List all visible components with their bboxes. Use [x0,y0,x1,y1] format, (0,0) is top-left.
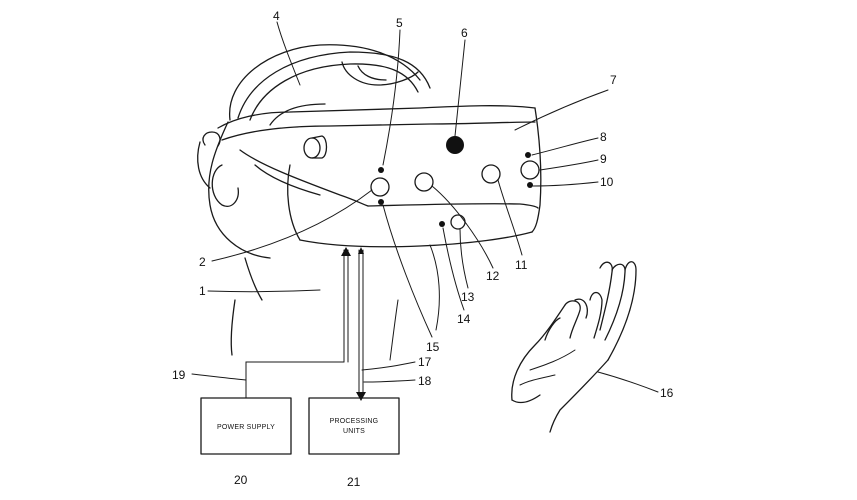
ref-6: 6 [461,26,468,40]
power-supply-box: POWER SUPPLY [200,397,292,455]
headset-components [370,136,540,230]
ref-19: 19 [172,368,186,382]
ref-1: 1 [199,284,206,298]
ref-10: 10 [600,175,614,189]
sensor-10-dot [527,182,533,188]
ref-8: 8 [600,130,607,144]
reference-numerals: 4 5 6 7 8 9 10 11 12 13 14 15 2 1 16 17 … [172,9,674,489]
sensor-14-dot [439,221,445,227]
ref-18: 18 [418,374,432,388]
ref-14: 14 [457,312,471,326]
signal-lines [245,247,366,401]
ref-4: 4 [273,9,280,23]
lens-11 [481,164,501,184]
ref-12: 12 [486,269,500,283]
lens-12 [414,172,434,192]
processing-label-line2: UNITS [343,428,365,435]
lens-9 [520,160,540,180]
lens-2 [370,177,390,197]
sensor-15-dot [378,199,384,205]
camera-6 [446,136,464,154]
ref-13: 13 [461,290,475,304]
power-supply-label: POWER SUPPLY [217,424,275,431]
ref-2: 2 [199,255,206,269]
processing-units-box: PROCESSING UNITS [308,397,400,455]
leader-lines [191,21,659,393]
processing-label-line1: PROCESSING [330,418,379,425]
ref-20: 20 [234,473,248,487]
ref-21: 21 [347,475,361,489]
ref-15: 15 [426,340,440,354]
user-head [208,44,440,361]
head-strap [197,51,431,189]
headset-body [217,105,542,248]
ref-7: 7 [610,73,617,87]
sensor-5-dot [378,167,384,173]
lens-13 [450,214,466,230]
ref-9: 9 [600,152,607,166]
ref-17: 17 [418,355,432,369]
sensor-8-dot [525,152,531,158]
ref-16: 16 [660,386,674,400]
ref-11: 11 [515,258,528,272]
ref-5: 5 [396,16,403,30]
hand-drawing [511,261,637,433]
